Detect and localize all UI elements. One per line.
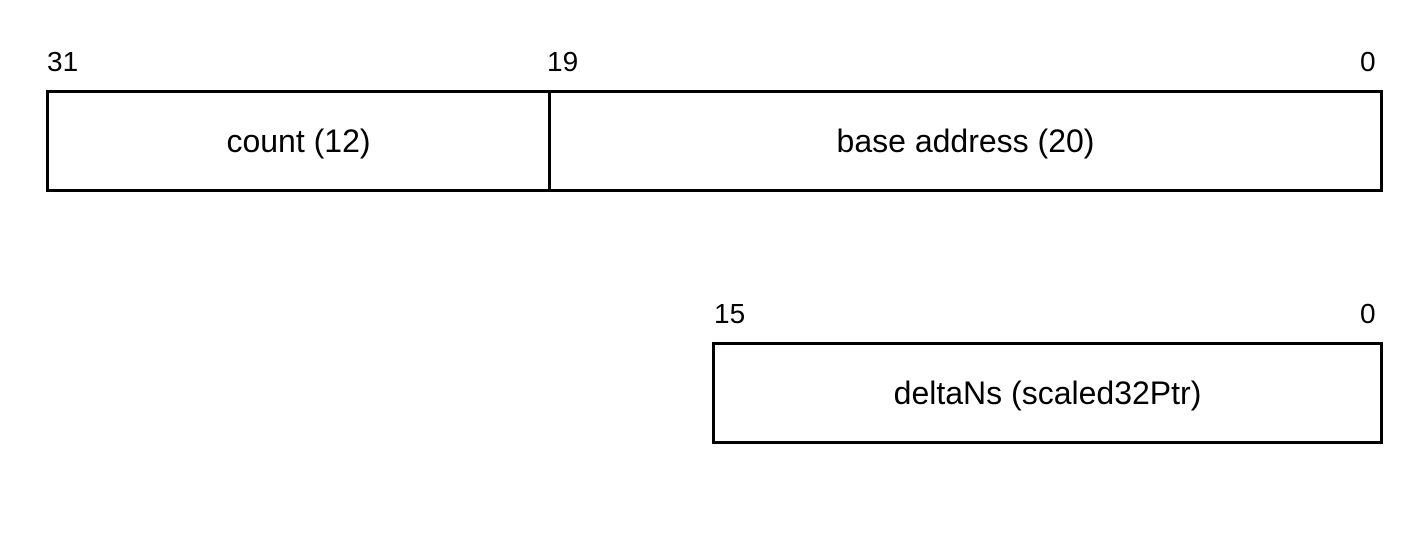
bit-label-31: 31 xyxy=(47,46,79,77)
field-delta-ns-label: deltaNs (scaled32Ptr) xyxy=(893,374,1202,411)
bit-label-0-b: 0 xyxy=(1360,298,1376,329)
bit-label-0: 0 xyxy=(1360,46,1376,77)
register-a-box: count (12) base address (20) xyxy=(46,90,1383,192)
field-base-address: base address (20) xyxy=(548,93,1380,189)
field-delta-ns: deltaNs (scaled32Ptr) xyxy=(715,345,1380,441)
field-base-address-label: base address (20) xyxy=(836,122,1095,159)
bit-label-15: 15 xyxy=(714,298,746,329)
bit-label-19: 19 xyxy=(547,46,579,77)
field-count: count (12) xyxy=(49,93,548,189)
field-count-label: count (12) xyxy=(226,122,371,159)
register-b-box: deltaNs (scaled32Ptr) xyxy=(712,342,1383,444)
